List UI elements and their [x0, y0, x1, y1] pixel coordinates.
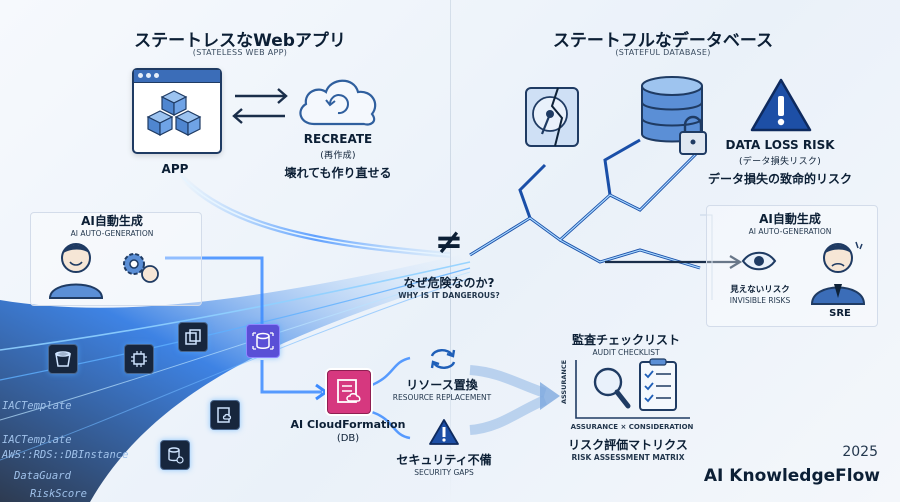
brand-year: 2025 [842, 444, 878, 460]
not-equal-symbol: ≠ [434, 222, 464, 262]
replacement-subtitle: RESOURCE REPLACEMENT [392, 393, 492, 402]
eye-icon [741, 251, 777, 271]
code-line: IACTemplate [2, 434, 72, 446]
recreate-note: 壊れても作り直せる [284, 166, 392, 180]
database-lock-icon [641, 76, 707, 155]
replace-arrows-icon [430, 349, 456, 369]
invisible-risk-en: INVISIBLE RISKS [729, 296, 791, 305]
chip-tile [124, 344, 154, 374]
app-label: APP [161, 162, 189, 176]
matrix-title: リスク評価マトリクス [568, 438, 688, 452]
swap-arrows-icon [232, 88, 288, 124]
sre-person-icon [810, 241, 866, 305]
rds-database-icon [252, 332, 274, 350]
risk-matrix-icon [575, 358, 690, 419]
cloudformation-label: AI CloudFormation [290, 418, 406, 431]
ai-right-title: AI自動生成 [759, 212, 821, 226]
left-subtitle: (STATELESS WEB APP) [192, 48, 288, 57]
cloudformation-icon [337, 379, 361, 403]
risk-jp: (データ損失リスク) [738, 157, 822, 167]
ai-right-subtitle: AI AUTO-GENERATION [748, 227, 832, 236]
cloudformation-sub: (DB) [336, 433, 360, 444]
center-divider [450, 0, 451, 502]
db-settings-tile [160, 440, 190, 470]
right-subtitle: (STATEFUL DATABASE) [615, 48, 711, 57]
right-title: ステートフルなデータベース [552, 31, 774, 51]
cloud-refresh-icon [299, 79, 377, 126]
cloudformation-tile [327, 370, 371, 414]
db-settings-icon [168, 447, 184, 464]
code-line: RiskScore [30, 488, 87, 500]
risk-label: DATA LOSS RISK [725, 138, 835, 152]
security-warning-icon [429, 419, 459, 445]
flow-to-template [165, 256, 264, 330]
cloud-doc-tile [210, 400, 240, 430]
app-beam [177, 172, 451, 258]
recreate-jp: (再作成) [320, 151, 356, 161]
app-window-icon [132, 68, 222, 154]
copy-icon [185, 329, 201, 345]
center-question: なぜ危険なのか? [403, 276, 495, 290]
user-icon [48, 243, 104, 299]
risk-note: データ損失の致命的リスク [707, 172, 853, 186]
broken-disk-icon [525, 87, 579, 147]
cloud-doc-icon [217, 407, 232, 423]
center-question-en: WHY IS IT DANGEROUS? [398, 291, 500, 300]
invisible-risk-label: 見えないリスク [730, 285, 790, 295]
audit-title: 監査チェックリスト [571, 333, 681, 347]
ai-left-title: AI自動生成 [81, 214, 143, 228]
data-stream [0, 255, 470, 502]
security-subtitle: SECURITY GAPS [414, 468, 474, 477]
bucket-tile [48, 344, 78, 374]
code-line: AWS::RDS::DBInstance [2, 449, 129, 461]
replacement-title: リソース置換 [406, 378, 478, 392]
security-title: セキュリティ不備 [396, 453, 492, 467]
warning-icon [750, 78, 812, 132]
matrix-subtitle: RISK ASSESSMENT MATRIX [571, 453, 685, 462]
ai-gear-icon [123, 253, 159, 283]
rds-tile [246, 324, 280, 358]
matrix-y-axis: ASSURANCE [560, 359, 568, 404]
chip-icon [131, 351, 147, 367]
copy-tile [178, 322, 208, 352]
recreate-label: RECREATE [303, 132, 373, 146]
sre-label: SRE [829, 308, 851, 319]
code-line: IACTemplate [2, 400, 72, 412]
left-title: ステートレスなWebアプリ [134, 31, 346, 51]
blocks-icon [146, 90, 202, 136]
matrix-x-axis: ASSURANCE × CONSIDERATION [570, 423, 694, 431]
audit-subtitle: AUDIT CHECKLIST [592, 348, 660, 357]
code-line: DataGuard [14, 470, 71, 482]
brand-name: AI KnowledgeFlow [703, 466, 880, 486]
ai-left-subtitle: AI AUTO-GENERATION [70, 229, 154, 238]
bucket-icon [55, 351, 71, 367]
